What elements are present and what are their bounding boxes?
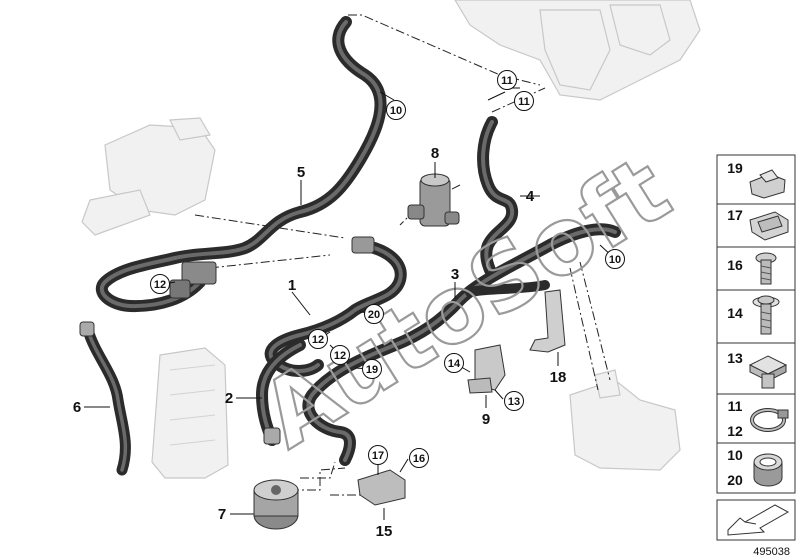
callout-16: 16 [409, 448, 429, 468]
thermostat-housing-ghost [81, 117, 216, 236]
engine-block-ghost [454, 0, 701, 101]
callout-13: 13 [504, 391, 524, 411]
legend-num-17: 17 [727, 207, 743, 223]
callout-14: 14 [444, 353, 464, 373]
label-18: 18 [550, 369, 567, 386]
hose-2 [256, 339, 306, 446]
svg-text:14: 14 [448, 358, 461, 370]
hose-6 [79, 321, 131, 476]
svg-text:11: 11 [501, 75, 513, 87]
label-4: 4 [526, 188, 535, 205]
arrow-pointer-icon [727, 504, 790, 536]
callout-17: 17 [368, 445, 388, 465]
legend-num-16: 16 [727, 257, 743, 273]
svg-text:19: 19 [366, 364, 378, 376]
label-1: 1 [288, 277, 296, 294]
svg-text:16: 16 [413, 453, 425, 465]
svg-text:20: 20 [368, 309, 380, 321]
callout-12-lower: 12 [330, 345, 350, 365]
parts-legend: 19 17 16 14 13 [716, 154, 796, 541]
svg-text:10: 10 [390, 105, 402, 117]
callout-19: 19 [362, 359, 382, 379]
legend-num-10: 10 [727, 447, 743, 463]
legend-num-13: 13 [727, 350, 743, 366]
screw-icon [755, 252, 777, 285]
svg-text:10: 10 [609, 254, 621, 266]
label-8: 8 [431, 145, 439, 162]
svg-text:12: 12 [154, 279, 166, 291]
callout-20: 20 [364, 304, 384, 324]
svg-text:13: 13 [508, 396, 520, 408]
callout-12-middle: 12 [308, 329, 328, 349]
hose-5 [95, 16, 387, 313]
callout-12-left: 12 [150, 274, 170, 294]
spring-clip-icon [749, 211, 789, 241]
callout-10-right: 10 [605, 249, 625, 269]
bracket-15 [357, 469, 406, 506]
label-7: 7 [218, 506, 226, 523]
label-6: 6 [73, 399, 81, 416]
pump-7 [253, 479, 299, 530]
legend-num-12: 12 [727, 423, 743, 439]
callout-10-upper: 10 [386, 100, 406, 120]
label-3: 3 [451, 266, 459, 283]
svg-text:12: 12 [312, 334, 324, 346]
bracket-18 [529, 289, 566, 353]
bracket-9 [467, 344, 506, 394]
reference-number: 495038 [753, 546, 790, 558]
heat-exchanger-ghost [151, 347, 229, 479]
hose-4 [477, 116, 519, 276]
svg-text:11: 11 [518, 96, 530, 108]
legend-num-14: 14 [727, 305, 743, 321]
nut-icon [748, 355, 788, 389]
callout-11-upper: 11 [497, 70, 517, 90]
legend-num-20: 20 [727, 472, 743, 488]
legend-num-19: 19 [727, 160, 743, 176]
svg-text:12: 12 [334, 350, 346, 362]
legend-num-11: 11 [728, 398, 743, 414]
reservoir-ghost [569, 369, 681, 471]
label-9: 9 [482, 411, 490, 428]
label-2: 2 [225, 390, 233, 407]
svg-text:17: 17 [372, 450, 384, 462]
hose-3 [302, 223, 621, 466]
valve-8 [407, 173, 460, 227]
clip-icon [749, 169, 786, 199]
hose-clamp-icon [750, 408, 789, 432]
label-15: 15 [376, 523, 393, 540]
label-5: 5 [297, 164, 305, 181]
callout-11-lower: 11 [514, 91, 534, 111]
screw-icon [752, 295, 780, 335]
clamp-ring-icon [753, 453, 783, 487]
